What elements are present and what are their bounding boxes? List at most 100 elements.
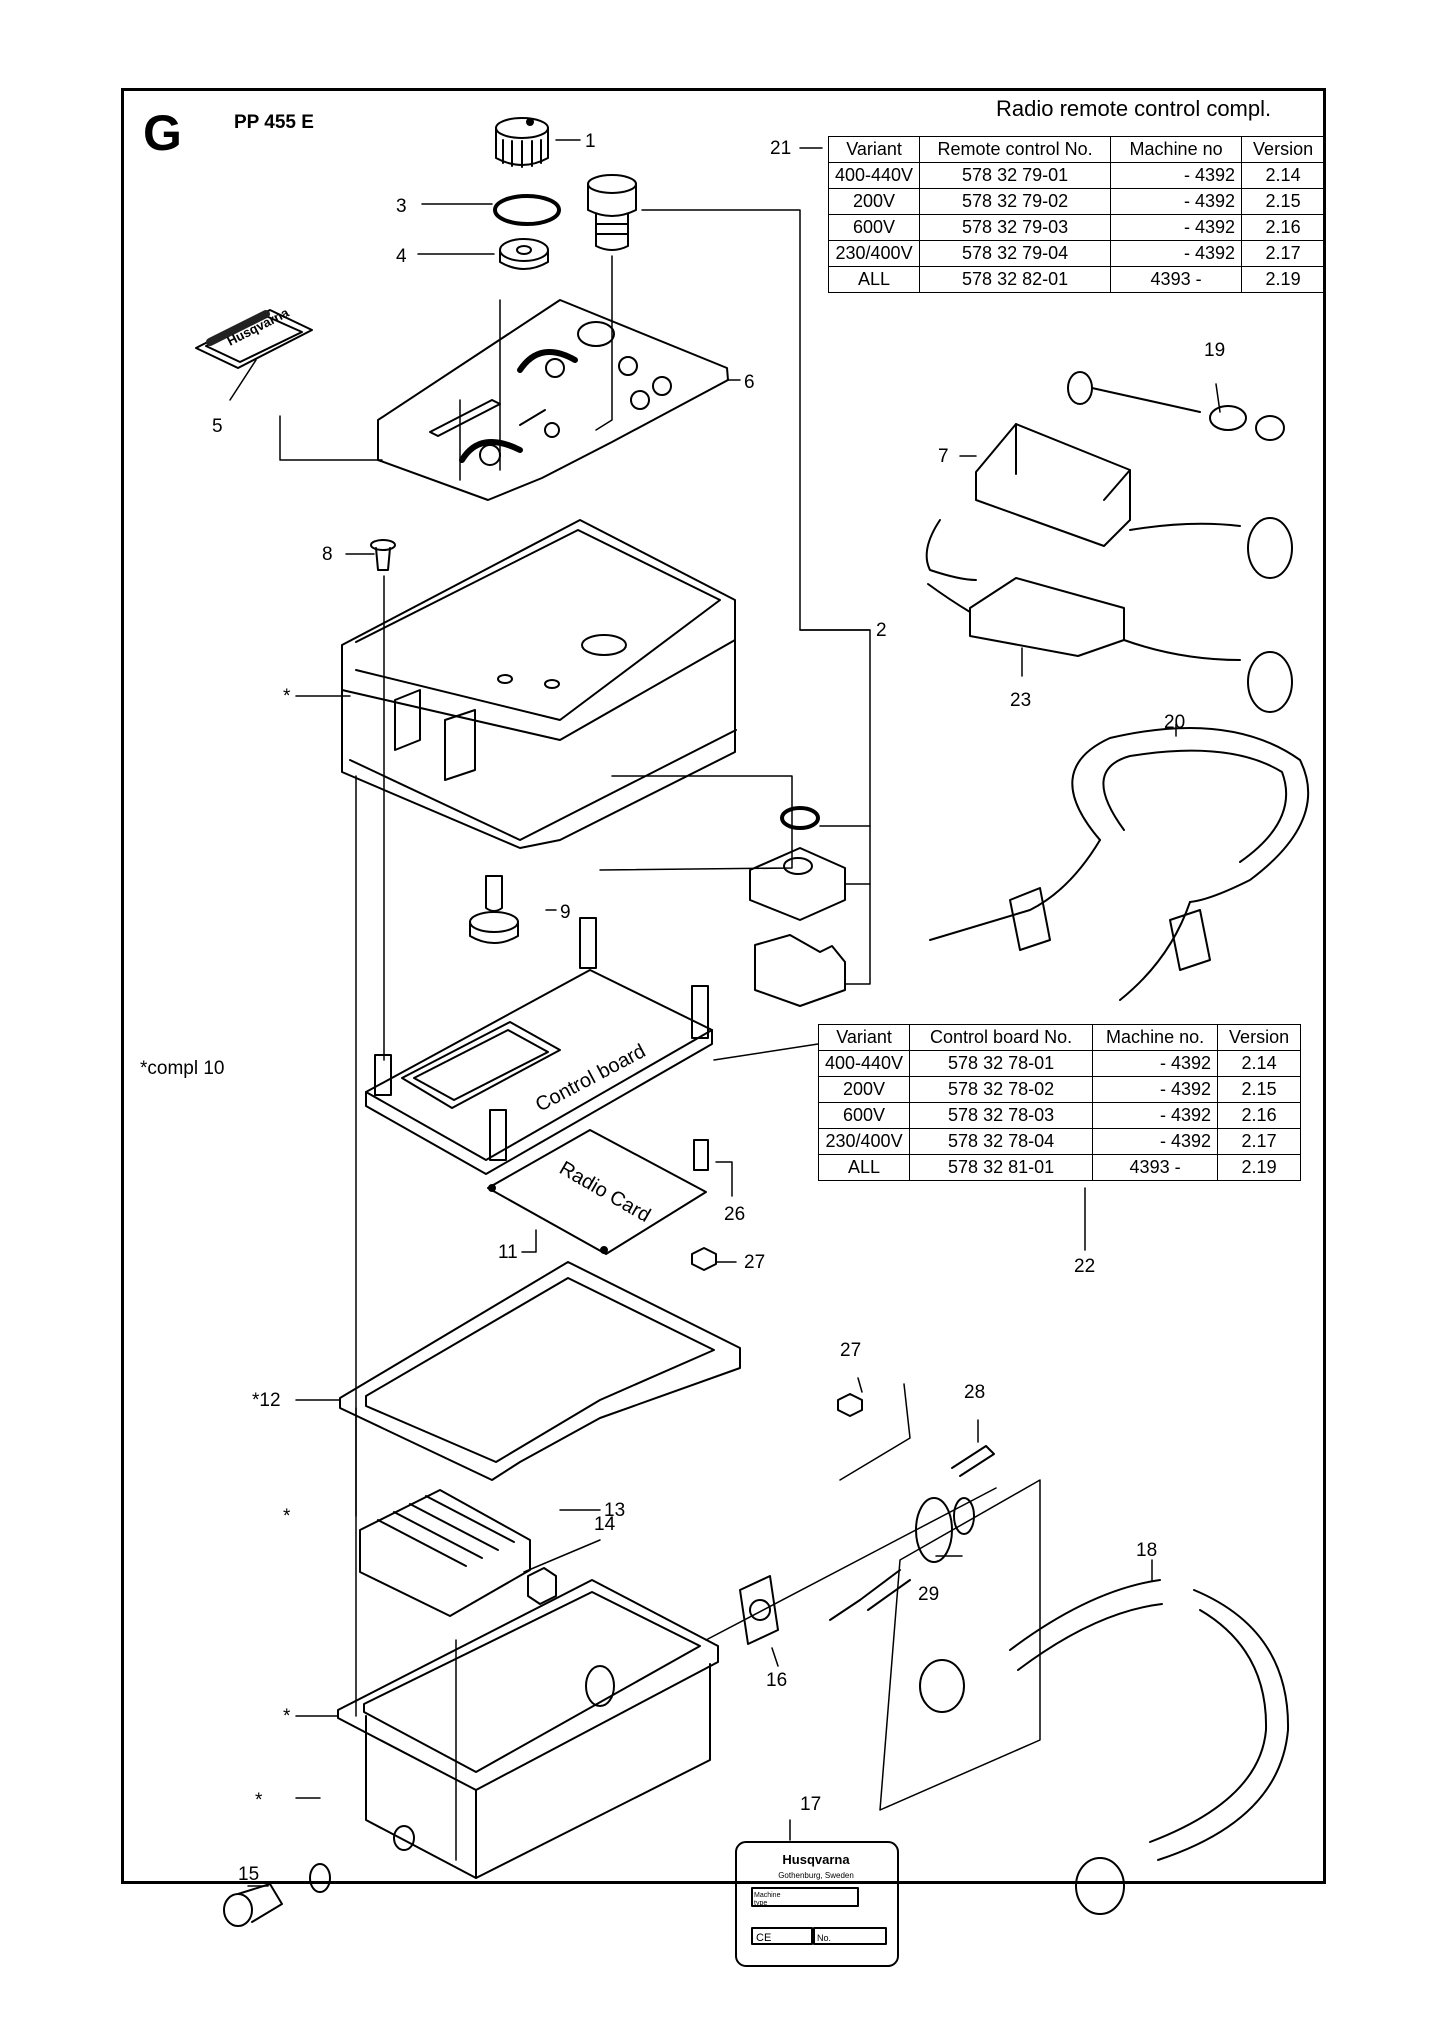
callout-19: 19 <box>1204 340 1225 361</box>
col-board-no: Control board No. <box>909 1024 1094 1051</box>
lead-part <box>1067 371 1285 441</box>
washer-part <box>499 238 549 270</box>
plate-ce-text: CE <box>756 1932 771 1944</box>
cell: ALL <box>827 266 921 293</box>
callout-4: 4 <box>396 246 407 267</box>
callout-29: 29 <box>918 1584 939 1605</box>
callout-star-1: * <box>283 686 291 707</box>
flange-part <box>739 1575 779 1645</box>
callout-20: 20 <box>1164 712 1185 733</box>
table-row: 400-440V 578 32 79-01 - 4392 2.14 <box>827 162 1326 189</box>
callout-16: 16 <box>766 1670 787 1691</box>
callout-28: 28 <box>964 1382 985 1403</box>
push-button-part <box>587 174 637 251</box>
plate-no-text: No. <box>817 1933 831 1943</box>
table-row: 230/400V 578 32 78-04 - 4392 2.17 <box>817 1128 1302 1155</box>
col-version: Version <box>1241 136 1326 163</box>
cell: 2.14 <box>1241 162 1326 189</box>
cell: - 4392 <box>1092 1128 1219 1155</box>
table-row: 600V 578 32 79-03 - 4392 2.16 <box>827 214 1326 241</box>
plate-machine-text: Machine <box>754 1892 781 1899</box>
adapter-part <box>927 577 1293 713</box>
cell: 200V <box>817 1076 911 1103</box>
callout-star-4: * <box>283 1506 291 1527</box>
shaft-part <box>469 875 519 944</box>
callout-21: 21 <box>770 138 791 159</box>
callout-13: 13 <box>604 1500 625 1521</box>
col-variant: Variant <box>827 136 921 163</box>
connector-part <box>527 1567 557 1605</box>
callout-26: 26 <box>724 1204 745 1225</box>
cell: 2.19 <box>1217 1154 1302 1181</box>
cell: 578 32 81-01 <box>909 1154 1094 1181</box>
table-header-row: Variant Remote control No. Machine no Ve… <box>827 136 1326 163</box>
callout-5: 5 <box>212 416 223 437</box>
table-header-row: Variant Control board No. Machine no. Ve… <box>817 1024 1302 1051</box>
cell: 4393 - <box>1110 266 1243 293</box>
callout-23: 23 <box>1010 690 1031 711</box>
cell: 578 32 78-02 <box>909 1076 1094 1103</box>
screw-part <box>370 539 396 571</box>
section-letter: G <box>143 105 182 161</box>
callout-9: 9 <box>560 902 571 923</box>
cell: 578 32 78-03 <box>909 1102 1094 1129</box>
cell: 2.16 <box>1241 214 1326 241</box>
cell: 578 32 79-01 <box>919 162 1112 189</box>
screw-part <box>951 1445 995 1477</box>
nut-part <box>837 1393 863 1417</box>
callout-labels: 1 2 3 4 5 6 7 8 9 11 13 14 15 16 17 18 1… <box>212 131 1225 1885</box>
remote-control-table: Variant Remote control No. Machine no Ve… <box>827 136 1326 293</box>
cell: - 4392 <box>1110 188 1243 215</box>
col-machine-no: Machine no. <box>1092 1024 1219 1051</box>
battery-part <box>359 1489 531 1617</box>
callout-17: 17 <box>800 1794 821 1815</box>
callout-18: 18 <box>1136 1540 1157 1561</box>
cell: ALL <box>817 1154 911 1181</box>
plate-city-text: Gothenburg, Sweden <box>778 1871 854 1880</box>
control-board-part <box>365 917 713 1175</box>
table-row: ALL 578 32 82-01 4393 - 2.19 <box>827 266 1326 293</box>
cell: - 4392 <box>1092 1102 1219 1129</box>
radio-card-part <box>487 1129 707 1255</box>
type-plate-part <box>735 1841 899 1967</box>
cell: - 4392 <box>1110 214 1243 241</box>
callout-14: 14 <box>594 1514 616 1535</box>
cell: 578 32 82-01 <box>919 266 1112 293</box>
charger-part <box>925 423 1293 581</box>
cable-part <box>919 1579 1290 1915</box>
cell: 400-440V <box>827 162 921 189</box>
cell: 2.19 <box>1241 266 1326 293</box>
plate-brand-text: Husqvarna <box>782 1852 850 1867</box>
spacer-part <box>693 1139 709 1171</box>
callout-6: 6 <box>744 372 755 393</box>
drawing-frame <box>121 88 1326 1884</box>
callout-star-3: * <box>255 1790 263 1811</box>
plate-type-text: type <box>754 1900 767 1907</box>
table-row: 230/400V 578 32 79-04 - 4392 2.17 <box>827 240 1326 267</box>
leader-lines <box>229 139 1221 1887</box>
cell: 2.15 <box>1241 188 1326 215</box>
table-row: 600V 578 32 78-03 - 4392 2.16 <box>817 1102 1302 1129</box>
plug-part <box>223 1863 331 1927</box>
kit-title: Radio remote control compl. <box>996 96 1272 121</box>
gasket-part <box>339 1261 741 1481</box>
cell: 578 32 79-03 <box>919 214 1112 241</box>
callout-3: 3 <box>396 196 407 217</box>
cell: 230/400V <box>827 240 921 267</box>
cell: 2.17 <box>1241 240 1326 267</box>
table-row: 200V 578 32 79-02 - 4392 2.15 <box>827 188 1326 215</box>
control-board-table: Variant Control board No. Machine no. Ve… <box>817 1024 1302 1181</box>
callout-2: 2 <box>876 620 887 641</box>
callout-22: 22 <box>1074 1256 1095 1277</box>
callout-27a: 27 <box>744 1252 765 1273</box>
knob-part <box>495 117 549 168</box>
o-ring-part <box>493 194 561 226</box>
cell: 578 32 78-01 <box>909 1050 1094 1077</box>
callout-1: 1 <box>585 131 596 152</box>
compl-note: *compl 10 <box>140 1058 225 1079</box>
overlay-panel-part <box>377 299 729 501</box>
cell: 600V <box>827 214 921 241</box>
callout-7: 7 <box>938 446 949 467</box>
callout-27b: 27 <box>840 1340 861 1361</box>
cell: 2.16 <box>1217 1102 1302 1129</box>
